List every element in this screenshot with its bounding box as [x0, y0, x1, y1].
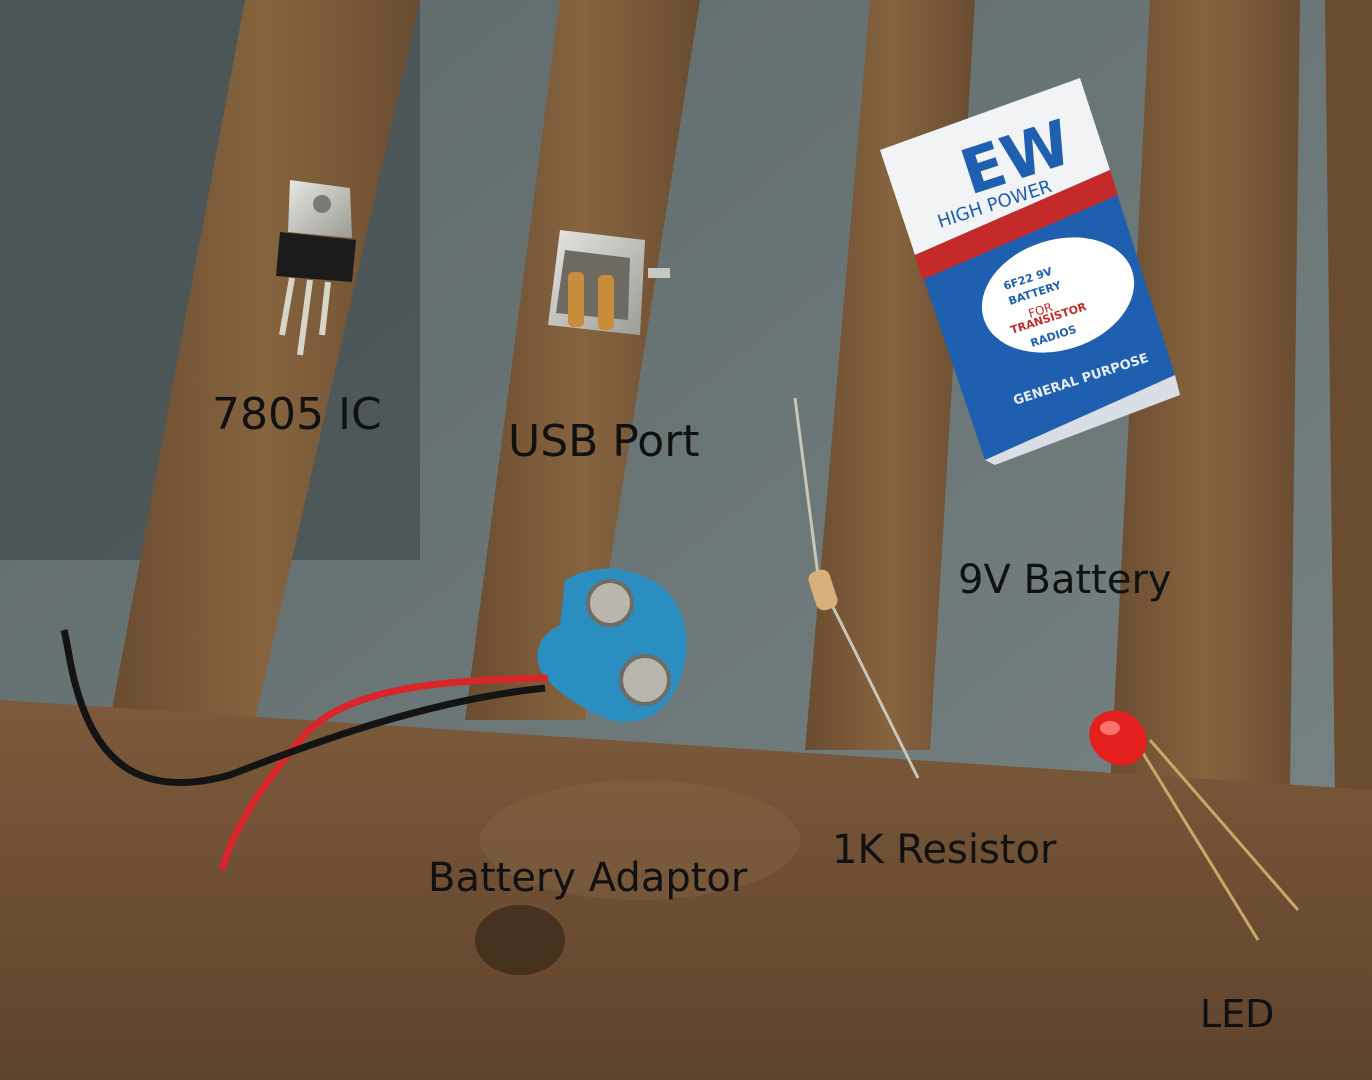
wood-slat [465, 0, 700, 720]
label-9v-battery: 9V Battery [958, 557, 1172, 603]
label-battery-adaptor: Battery Adaptor [428, 855, 748, 901]
label-1k-resistor: 1K Resistor [832, 827, 1057, 873]
wood-slat [110, 0, 420, 720]
label-usb-port: USB Port [508, 416, 700, 467]
voltage-regulator [276, 180, 356, 356]
red-wire [218, 674, 549, 871]
battery-snap [537, 568, 687, 722]
black-wire [60, 629, 546, 787]
label-7805-ic: 7805 IC [212, 389, 382, 440]
wood-slat [1325, 0, 1372, 800]
wood-rail [0, 700, 1372, 1080]
wood-knot [475, 905, 565, 975]
resistor [793, 397, 920, 779]
label-led: LED [1200, 992, 1275, 1036]
wood-slat [1110, 0, 1300, 790]
glare [480, 780, 800, 900]
led [1089, 710, 1300, 941]
usb-port [548, 230, 670, 335]
nine-volt-battery: EW HIGH POWER 6F22 9V BATTERY FOR TRANSI… [880, 78, 1180, 465]
